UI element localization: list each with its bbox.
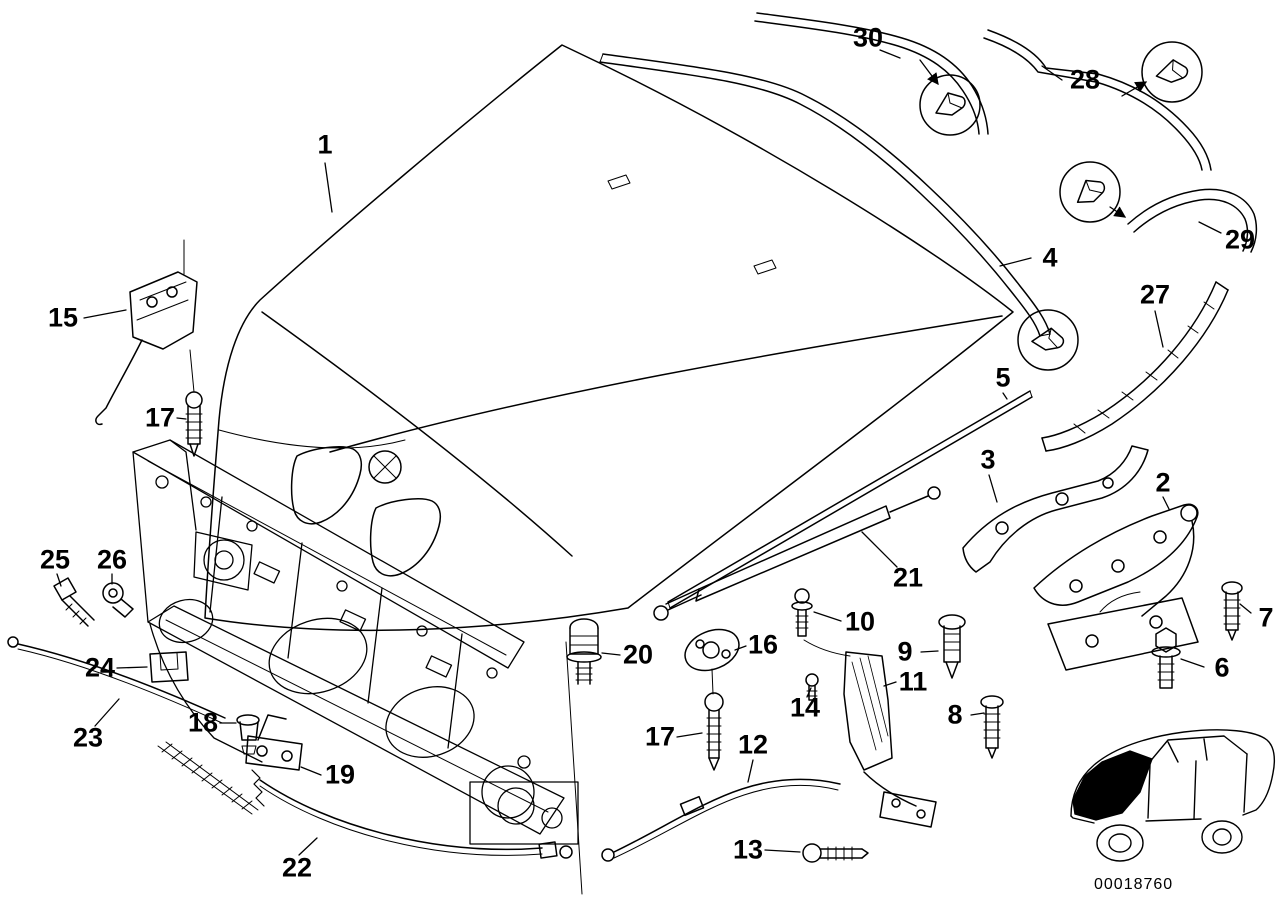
- bolt-9: [938, 614, 966, 679]
- part-callout-23[interactable]: 23: [72, 722, 104, 753]
- channel-strip-27: [1041, 281, 1229, 452]
- seal-strip-30: [754, 12, 989, 135]
- part-callout-2[interactable]: 2: [1155, 467, 1171, 498]
- part-callout-1[interactable]: 1: [317, 129, 333, 160]
- part-callout-28[interactable]: 28: [1069, 64, 1101, 95]
- part-callout-6[interactable]: 6: [1214, 652, 1230, 683]
- part-callout-17-2[interactable]: 17: [644, 721, 676, 752]
- car-location-thumbnail: [1070, 729, 1276, 862]
- part-callout-11[interactable]: 11: [898, 666, 928, 697]
- leader-lines: [56, 49, 1252, 856]
- gas-strut-21: [653, 486, 941, 621]
- bolt-13: [802, 843, 869, 863]
- kidney-grille-right: [369, 498, 442, 577]
- part-callout-4[interactable]: 4: [1042, 242, 1058, 273]
- part-callout-10[interactable]: 10: [844, 606, 876, 637]
- clip-24: [149, 651, 189, 683]
- hinge-2: [1033, 503, 1199, 671]
- buffer-20: [566, 618, 602, 685]
- front-panel-assembly: [132, 439, 583, 895]
- part-callout-18[interactable]: 18: [187, 707, 219, 738]
- detail-arrows: [919, 59, 1148, 218]
- part-callout-13[interactable]: 13: [732, 834, 764, 865]
- part-callout-22[interactable]: 22: [281, 852, 313, 883]
- part-callout-9[interactable]: 9: [897, 636, 913, 667]
- seal-section-detail-1: [919, 74, 981, 136]
- part-callout-21[interactable]: 21: [892, 562, 924, 593]
- release-cable-22: [259, 779, 573, 859]
- part-callout-20[interactable]: 20: [622, 639, 654, 670]
- plate-16: [684, 628, 740, 695]
- seal-section-detail-3: [1059, 161, 1121, 223]
- bolt-6: [1151, 627, 1181, 689]
- bolt-25: [53, 577, 95, 627]
- part-callout-15[interactable]: 15: [47, 302, 79, 333]
- part-callout-30[interactable]: 30: [852, 22, 884, 53]
- seal-strip-28: [983, 29, 1212, 171]
- release-cable-23: [7, 636, 226, 724]
- screw-17-center: [704, 692, 724, 771]
- part-callout-19[interactable]: 19: [324, 759, 356, 790]
- kidney-grille-left: [290, 446, 363, 525]
- part-callout-8[interactable]: 8: [947, 699, 963, 730]
- part-callout-26[interactable]: 26: [96, 544, 128, 575]
- part-callout-29[interactable]: 29: [1224, 224, 1256, 255]
- hood-panel: [204, 44, 1014, 632]
- screw-17-left: [185, 349, 203, 457]
- part-callout-12[interactable]: 12: [737, 729, 769, 760]
- lock-spring: [157, 741, 259, 815]
- seal-section-detail-2: [1141, 41, 1203, 103]
- bolt-10: [791, 588, 851, 657]
- grommet-26: [102, 582, 134, 618]
- part-callout-3[interactable]: 3: [980, 444, 996, 475]
- seal-section-detail-4: [1017, 309, 1079, 371]
- hood-rear-seal-4: [599, 53, 1051, 337]
- part-callout-16[interactable]: 16: [747, 629, 779, 660]
- part-callout-14[interactable]: 14: [789, 692, 821, 723]
- hinge-arm-3: [962, 445, 1149, 573]
- release-handle-11: [843, 651, 937, 828]
- bolt-8: [980, 695, 1004, 759]
- cable-12: [601, 778, 841, 862]
- seal-piece-5: [667, 390, 1033, 609]
- part-callout-27[interactable]: 27: [1139, 279, 1171, 310]
- hinge-bracket-15: [95, 239, 198, 426]
- hood-lock-19: [245, 714, 303, 807]
- part-callout-24[interactable]: 24: [84, 652, 116, 683]
- part-callout-17[interactable]: 17: [144, 402, 176, 433]
- seal-strip-29: [1127, 188, 1258, 253]
- part-callout-5[interactable]: 5: [995, 362, 1011, 393]
- grommet-18: [236, 714, 260, 755]
- roundel-emblem: [368, 450, 402, 484]
- part-callout-7[interactable]: 7: [1258, 602, 1274, 633]
- document-number: 00018760: [1094, 876, 1174, 893]
- highlighted-hood: [1072, 750, 1153, 821]
- bolt-7: [1221, 581, 1243, 641]
- part-callout-25[interactable]: 25: [39, 544, 71, 575]
